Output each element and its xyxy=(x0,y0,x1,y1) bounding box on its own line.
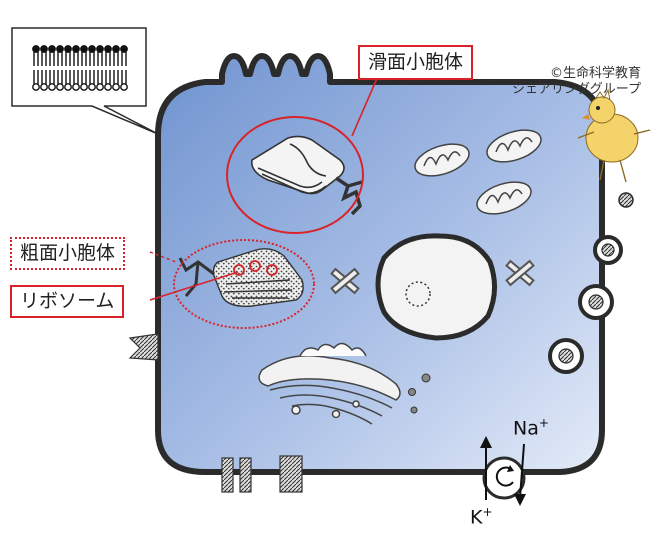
rough-er-label: 粗面小胞体 xyxy=(10,237,126,270)
centriole-left xyxy=(330,267,360,295)
ion-channels xyxy=(221,455,303,493)
credit: ©生命科学教育 シェアリンググループ xyxy=(512,66,641,98)
sodium-symbol: Na xyxy=(513,417,539,440)
mitochondrion-3 xyxy=(476,181,532,215)
credit-line-2: シェアリンググループ xyxy=(512,82,641,97)
membrane-vesicles xyxy=(548,192,634,374)
membrane-receptor xyxy=(128,333,159,361)
smooth-er-highlight xyxy=(226,116,364,234)
sodium-potassium-pump xyxy=(480,436,526,506)
phospholipid-bilayer-icon xyxy=(32,45,128,91)
rough-er xyxy=(178,248,304,307)
golgi-apparatus xyxy=(258,342,401,425)
potassium-ion-label: K+ xyxy=(470,505,493,528)
sodium-charge: + xyxy=(538,416,549,430)
potassium-charge: + xyxy=(482,505,493,519)
mitochondrion-1 xyxy=(414,143,470,177)
ribosome-pointer xyxy=(149,271,239,301)
bilayer-callout xyxy=(11,27,159,135)
nucleus xyxy=(375,233,497,341)
smooth-er xyxy=(251,135,363,216)
rough-er-highlight xyxy=(173,239,315,329)
secretory-vesicles xyxy=(408,373,431,414)
mitochondrion-2 xyxy=(486,129,542,163)
ribosome-label: リボソーム xyxy=(10,285,125,318)
smooth-er-label: 滑面小胞体 xyxy=(358,45,474,80)
sodium-ion-label: Na+ xyxy=(513,416,549,439)
centriole-right xyxy=(505,259,535,287)
chick-mascot-icon xyxy=(577,88,651,183)
smooth-er-pointer xyxy=(351,75,379,137)
pump-rotation-icon xyxy=(495,466,514,487)
potassium-symbol: K xyxy=(470,506,483,529)
credit-line-1: ©生命科学教育 xyxy=(549,66,641,81)
rough-er-pointer xyxy=(149,251,177,263)
